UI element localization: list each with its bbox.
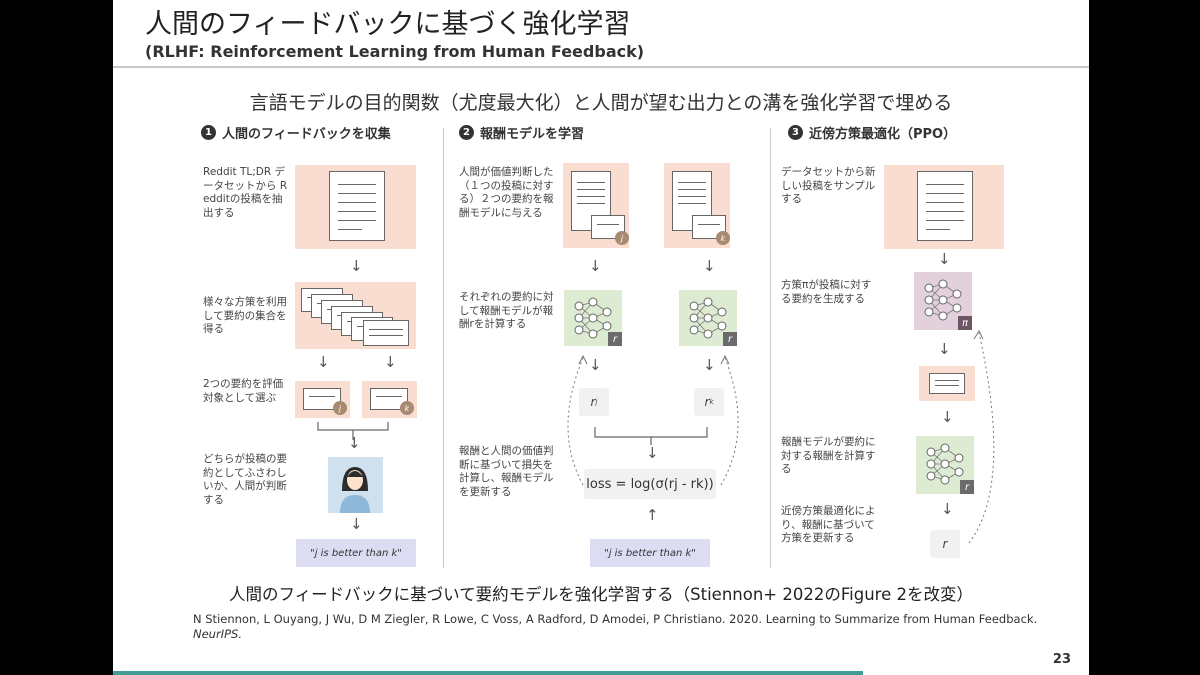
column-3-title: 近傍方策最適化（PPO） xyxy=(809,127,957,142)
column-2-title: 報酬モデルを学習 xyxy=(480,127,585,142)
page-number: 23 xyxy=(1052,652,1071,667)
dotted-feedback-arrow xyxy=(567,354,739,486)
reference: N Stiennon, L Ouyang, J Wu, D M Ziegler,… xyxy=(193,612,1073,642)
title-divider xyxy=(113,66,1089,68)
loss-formula: loss = log(σ(rj - rk)) xyxy=(584,469,716,499)
document-icon xyxy=(329,171,385,241)
column-divider xyxy=(443,128,444,568)
reward-model-tag: r xyxy=(723,332,737,346)
arrow-down-icon: ↓ xyxy=(348,434,361,452)
reward-model: r xyxy=(916,436,974,494)
arrow-down-icon: ↓ xyxy=(703,257,716,275)
arrow-down-icon: ↓ xyxy=(589,257,602,275)
arrow-down-icon: ↓ xyxy=(703,356,716,374)
step-note: 報酬モデルが要約に対する報酬を計算する xyxy=(781,436,876,475)
judgement-box: "j is better than k" xyxy=(296,539,416,567)
judgement-box: "j is better than k" xyxy=(590,539,710,567)
neural-network-icon xyxy=(689,297,727,339)
step-number-badge: 3 xyxy=(788,125,803,140)
summary-j-badge: j xyxy=(615,231,629,245)
reward-model-tag: r xyxy=(960,480,974,494)
column-divider xyxy=(770,128,771,568)
reward-k-subscript: k xyxy=(709,398,714,406)
arrow-down-icon: ↓ xyxy=(317,353,330,371)
neural-network-icon xyxy=(926,443,964,485)
step-note: Reddit TL;DR データセットから Redditの投稿を抽出する xyxy=(203,166,288,219)
document-icon xyxy=(370,388,408,410)
headline: 言語モデルの目的関数（尤度最大化）と人間が望む出力との溝を強化学習で埋める xyxy=(249,92,953,114)
summary-k-badge: k xyxy=(716,231,730,245)
document-icon xyxy=(917,171,973,241)
merge-bracket xyxy=(594,427,708,445)
summary-j-box: j xyxy=(295,381,350,418)
document-icon xyxy=(303,388,341,410)
reward-model-k: r xyxy=(679,290,737,346)
summary-k-box: k xyxy=(362,381,417,418)
reward-j-symbol: r xyxy=(590,395,596,409)
reference-authors: N Stiennon, L Ouyang, J Wu, D M Ziegler,… xyxy=(193,612,1038,626)
new-post-box xyxy=(884,165,1004,249)
step-note: データセットから新しい投稿をサンプルする xyxy=(781,166,876,205)
neural-network-icon xyxy=(574,297,612,339)
arrow-down-icon: ↓ xyxy=(938,250,951,268)
summaries-box xyxy=(295,282,416,349)
step-note: 方策πが投稿に対する要約を生成する xyxy=(781,279,872,305)
summary-k-badge: k xyxy=(400,401,414,415)
step-note: 報酬と人間の価値判断に基づいて損失を計算し、報酬モデルを更新する xyxy=(459,445,554,498)
step-note: どちらが投稿の要約としてふさわしいか、人間が判断する xyxy=(203,453,287,506)
generated-summary-box xyxy=(919,366,975,401)
step-note: 様々な方策を利用して要約の集合を得る xyxy=(203,296,287,335)
slide-subtitle: (RLHF: Reinforcement Learning from Human… xyxy=(145,42,645,61)
step-number-badge: 2 xyxy=(459,125,474,140)
reward-model-tag: r xyxy=(608,332,622,346)
step-note: 2つの要約を評価対象として選ぶ xyxy=(203,378,284,404)
column-1-title: 人間のフィードバックを収集 xyxy=(222,127,391,142)
reward-model-j: r xyxy=(564,290,622,346)
reward-value: r xyxy=(930,530,960,558)
neural-network-icon xyxy=(924,279,962,321)
person-icon xyxy=(340,467,370,513)
post-j-box: j xyxy=(563,163,629,248)
step-number-badge: 1 xyxy=(201,125,216,140)
dotted-feedback-arrow xyxy=(968,329,995,544)
arrow-down-icon: ↓ xyxy=(646,444,659,462)
arrow-up-icon: ↑ xyxy=(646,506,659,524)
slide-title: 人間のフィードバックに基づく強化学習 xyxy=(145,9,631,40)
human-judge-box xyxy=(328,457,383,513)
reference-venue: NeurIPS. xyxy=(193,627,242,641)
step-note: 人間が価値判断した（１つの投稿に対する）２つの要約を報酬モデルに与える xyxy=(459,166,554,219)
reward-j-subscript: j xyxy=(595,398,598,406)
slide: 人間のフィードバックに基づく強化学習 (RLHF: Reinforcement … xyxy=(113,0,1089,675)
step-note: それぞれの要約に対して報酬モデルが報酬rを計算する xyxy=(459,291,554,330)
column-2-heading: 2 報酬モデルを学習 xyxy=(459,123,584,142)
arrow-down-icon: ↓ xyxy=(350,257,363,275)
step-note: 近傍方策最適化により、報酬に基づいて方策を更新する xyxy=(781,505,876,544)
merge-bracket xyxy=(317,422,389,440)
arrow-down-icon: ↓ xyxy=(941,408,954,426)
arrow-down-icon: ↓ xyxy=(941,500,954,518)
column-3-heading: 3 近傍方策最適化（PPO） xyxy=(788,123,956,142)
summary-j-badge: j xyxy=(333,401,347,415)
arrow-down-icon: ↓ xyxy=(589,356,602,374)
arrow-down-icon: ↓ xyxy=(384,353,397,371)
document-icon xyxy=(363,320,409,346)
reward-k-symbol: r xyxy=(704,395,710,409)
policy-model: π xyxy=(914,272,972,330)
post-box xyxy=(295,165,416,249)
post-k-box: k xyxy=(664,163,730,248)
policy-tag: π xyxy=(958,316,972,330)
arrow-down-icon: ↓ xyxy=(350,515,363,533)
figure-caption: 人間のフィードバックに基づいて要約モデルを強化学習する（Stiennon+ 20… xyxy=(228,585,973,604)
column-1-heading: 1 人間のフィードバックを収集 xyxy=(201,123,391,142)
arrow-down-icon: ↓ xyxy=(938,340,951,358)
document-icon xyxy=(929,373,965,394)
progress-bar xyxy=(113,671,863,675)
